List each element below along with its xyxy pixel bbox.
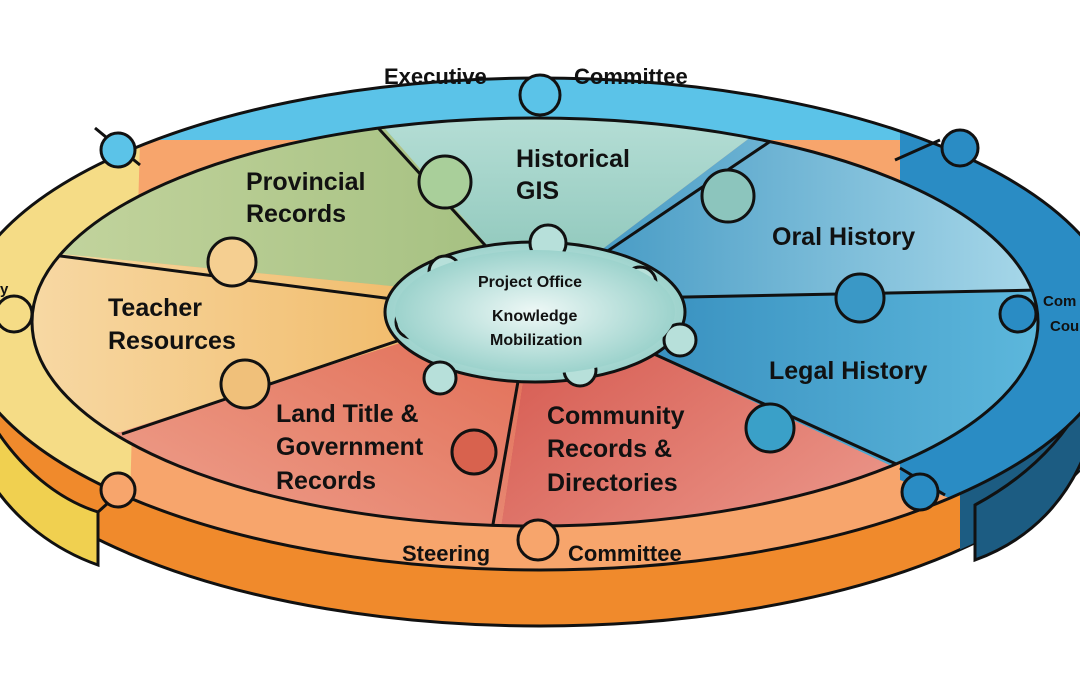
land-title-line2: Government: [276, 433, 424, 461]
teacher-resources-line2: Resources: [108, 327, 236, 355]
legal-history-label: Legal History: [769, 357, 928, 385]
historical-gis-line2: GIS: [516, 177, 560, 205]
executive-label: Executive: [384, 64, 487, 89]
hub-mobilization: Mobilization: [490, 332, 583, 349]
right-ring-label-1: Com: [1043, 293, 1077, 310]
left-ring-label: y: [0, 281, 9, 298]
teacher-resources-line1: Teacher: [108, 294, 203, 322]
oral-history-label: Oral History: [772, 223, 916, 251]
provincial-records-line1: Provincial: [246, 168, 366, 196]
land-title-line1: Land Title &: [276, 400, 419, 428]
ring-knobs: [0, 73, 1038, 562]
hub-knowledge: Knowledge: [492, 308, 578, 325]
left-side-yellow: [0, 432, 100, 568]
right-side-dark: [973, 402, 1080, 563]
right-ring-label-2: Cou: [1050, 318, 1080, 335]
committee-bottom-label: Committee: [568, 541, 682, 566]
hub: [383, 223, 698, 396]
steering-label: Steering: [402, 541, 491, 566]
ring-executive: [95, 78, 1000, 140]
land-title-line3: Records: [276, 467, 377, 495]
segment-historical-gis: [360, 118, 800, 300]
community-records-line3: Directories: [547, 469, 678, 497]
hub-project-office: Project Office: [478, 274, 583, 291]
committee-top-label: Committee: [574, 64, 688, 89]
community-records-line1: Community: [547, 402, 685, 430]
historical-gis-line1: Historical: [516, 145, 630, 173]
provincial-records-line2: Records: [246, 200, 347, 228]
community-records-line2: Records &: [547, 435, 673, 463]
